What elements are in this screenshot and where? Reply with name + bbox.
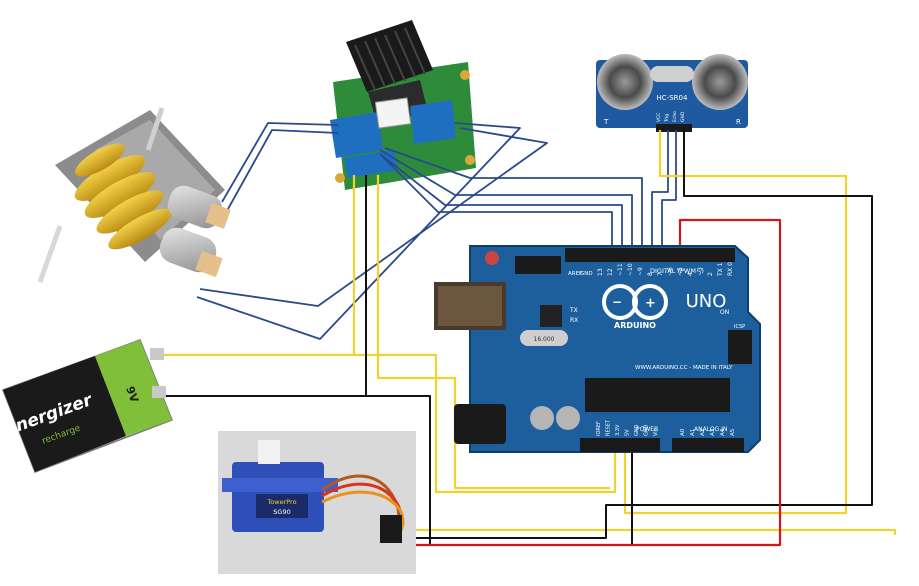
pin-label: RX 0 bbox=[727, 262, 734, 276]
website-label: WWW.ARDUINO.CC - MADE IN ITALY bbox=[635, 365, 733, 371]
servo-brand: TowerPro bbox=[266, 498, 296, 506]
pin-label: TX 1 bbox=[717, 262, 724, 277]
pin-label: 2 bbox=[707, 272, 714, 276]
wire-sensor-gnd bbox=[605, 130, 873, 532]
pin-label: A3 bbox=[710, 428, 716, 436]
wire-motor-b-1 bbox=[199, 127, 548, 307]
pin-label: ~6 bbox=[667, 267, 674, 276]
pin-label: Trig bbox=[664, 114, 670, 123]
svg-text:−: − bbox=[612, 295, 622, 309]
pin-label: ~5 bbox=[677, 267, 684, 276]
wire-servo-power bbox=[412, 218, 782, 547]
pin-label: 3.3V bbox=[615, 424, 621, 436]
pin-label: IOREF bbox=[596, 421, 602, 436]
wire-ctrl-2 bbox=[379, 149, 633, 246]
pin-label: 5V bbox=[625, 429, 631, 436]
analog-pin-labels: A0 A1 A2 A3 A4 A5 bbox=[680, 428, 736, 436]
wire-ctrl-4 bbox=[381, 155, 613, 246]
pin-label: 13 bbox=[597, 268, 604, 276]
pin-label: 4 bbox=[687, 272, 694, 276]
pin-label: ~11 bbox=[617, 263, 624, 276]
sensor-label-t: T bbox=[603, 118, 609, 126]
pin-label: VCC bbox=[656, 113, 662, 122]
battery-9v: Energizer recharge 9V bbox=[2, 339, 173, 473]
pin-label: GND bbox=[680, 111, 686, 122]
pin-label: Vin bbox=[653, 428, 659, 436]
on-label: ON bbox=[720, 309, 729, 316]
gnd-label: GND bbox=[580, 271, 593, 277]
wire-servo-signal bbox=[412, 528, 897, 535]
power-label: POWER bbox=[636, 426, 658, 433]
pin-label: A2 bbox=[700, 429, 706, 436]
servo-motor: TowerPro SG90 bbox=[218, 431, 416, 574]
analog-label: ANALOG IN bbox=[694, 426, 727, 433]
pin-label: ~3 bbox=[697, 267, 704, 276]
wire-sensor-vcc bbox=[623, 130, 848, 515]
pin-label: A1 bbox=[690, 429, 696, 436]
pin-label: ~9 bbox=[637, 267, 644, 276]
arduino-uno-board: 16.000 − + UNO ARDUINO DIGITAL (PWM~) AR… bbox=[434, 245, 761, 453]
icsp-label: ICSP bbox=[734, 324, 745, 330]
gearbox-motor bbox=[37, 107, 231, 283]
pin-label: A4 bbox=[720, 428, 726, 436]
pin-label: GND bbox=[644, 424, 650, 436]
wire-battery-positive bbox=[160, 353, 617, 494]
tx-label: TX bbox=[569, 307, 578, 314]
motor-driver-module bbox=[330, 20, 476, 190]
pin-label: 12 bbox=[607, 268, 614, 276]
pin-label: GND bbox=[634, 424, 640, 436]
board-brand: ARDUINO bbox=[614, 321, 656, 330]
wire-sensor-echo bbox=[661, 130, 677, 246]
crystal-label: 16.000 bbox=[534, 336, 555, 343]
wire-servo-gnd bbox=[412, 530, 607, 539]
wire-motor-a-2 bbox=[227, 129, 339, 210]
wire-motor-a-1 bbox=[221, 122, 339, 203]
svg-text:+: + bbox=[645, 296, 656, 311]
servo-model: SG90 bbox=[273, 508, 290, 516]
wire-ctrl-3 bbox=[379, 153, 623, 246]
wire-motor-b-2 bbox=[196, 122, 521, 340]
aref-label: AREF bbox=[568, 271, 582, 277]
pin-label: Echo bbox=[672, 111, 678, 122]
wire-sensor-trig bbox=[651, 130, 669, 246]
wire-ctrl-1 bbox=[384, 147, 643, 246]
pin-label: RESET bbox=[606, 419, 612, 436]
wire-driver-5v bbox=[376, 175, 610, 490]
battery-voltage: 9V bbox=[123, 385, 141, 405]
digital-label: DIGITAL (PWM~) bbox=[650, 267, 704, 275]
sensor-model-label: HC-SR04 bbox=[657, 94, 688, 102]
pin-label: 8 bbox=[647, 272, 654, 276]
rx-label: RX bbox=[570, 317, 578, 324]
pin-label: ~10 bbox=[627, 263, 634, 276]
board-model: UNO bbox=[686, 291, 727, 312]
wires bbox=[160, 122, 897, 547]
pin-label: A5 bbox=[730, 428, 736, 436]
sensor-label-r: R bbox=[736, 118, 741, 126]
pin-label: A0 bbox=[680, 428, 686, 436]
pin-label: 7 bbox=[657, 272, 664, 276]
